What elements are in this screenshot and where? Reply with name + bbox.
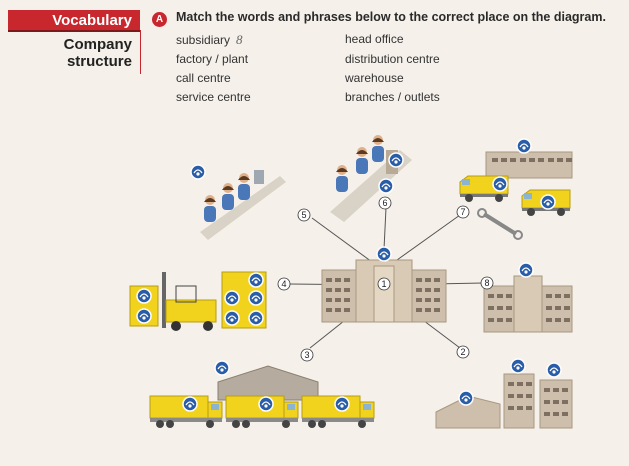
number-marker-5: 5 (298, 209, 310, 221)
number-label: 3 (304, 350, 309, 360)
number-label: 4 (281, 279, 286, 289)
branches-outlets-illustration (436, 359, 572, 428)
call-centre-illustration (191, 165, 286, 240)
number-label: 2 (460, 347, 465, 357)
number-marker-4: 4 (278, 278, 290, 290)
number-label: 8 (484, 278, 489, 288)
number-marker-3: 3 (301, 349, 313, 361)
distribution-centre-illustration (150, 361, 374, 428)
forklift-warehouse-illustration (130, 272, 266, 331)
number-label: 6 (382, 198, 387, 208)
number-label: 5 (301, 210, 306, 220)
number-marker-8: 8 (481, 277, 493, 289)
subsidiary-building (484, 263, 572, 332)
service-centre-illustration (460, 139, 572, 239)
number-marker-2: 2 (457, 346, 469, 358)
number-label: 1 (381, 279, 386, 289)
number-marker-1: 1 (378, 278, 390, 290)
factory-illustration (330, 135, 412, 222)
number-marker-7: 7 (457, 206, 469, 218)
number-label: 7 (460, 207, 465, 217)
number-marker-6: 6 (379, 197, 391, 209)
